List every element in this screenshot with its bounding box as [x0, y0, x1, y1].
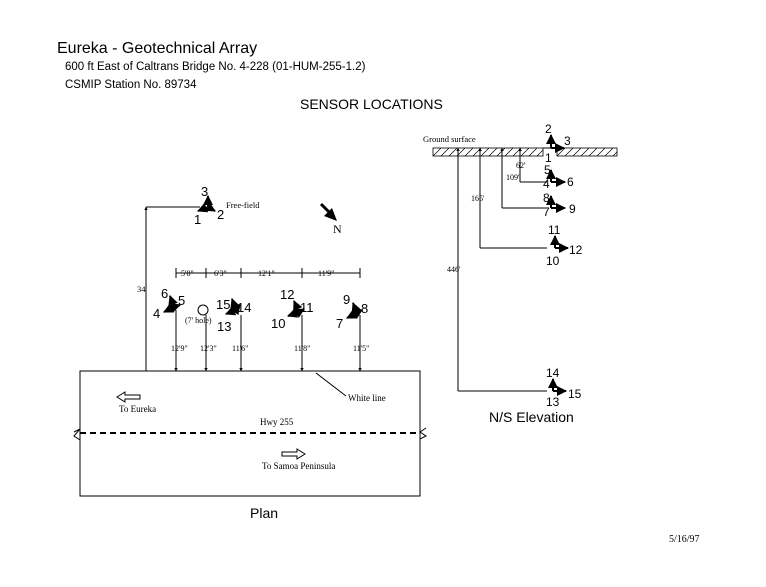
elev-ch-2: 2 — [545, 122, 552, 136]
elev-ch-9: 9 — [569, 202, 576, 216]
elev-ch-6: 6 — [567, 175, 574, 189]
bottom-dim-1: 12'9" — [171, 344, 188, 353]
free-field-ch-1: 1 — [194, 212, 201, 227]
group-d-ch-7: 7 — [336, 316, 343, 331]
station-number: CSMIP Station No. 89734 — [65, 79, 197, 91]
bottom-dim-5: 11'5" — [353, 344, 369, 353]
group-c-ch-10: 10 — [271, 316, 285, 331]
elev-ch-3: 3 — [564, 134, 571, 148]
north-label: N — [333, 222, 342, 236]
elev-ch-10: 10 — [546, 254, 560, 268]
free-field-ch-2: 2 — [217, 207, 224, 222]
page-title: Eureka - Geotechnical Array — [57, 40, 257, 57]
sensor-group-7-9: 9 8 7 — [336, 292, 368, 331]
location-subtitle: 600 ft East of Caltrans Bridge No. 4-228… — [65, 61, 366, 73]
hole-label: (7' hole) — [185, 316, 212, 325]
plan-view: White line To Eureka Hwy 255 To Samoa Pe… — [73, 184, 427, 521]
group-b-ch-14: 14 — [237, 300, 251, 315]
elevation-sensor-1-3: 2 3 1 — [545, 122, 571, 165]
elev-ch-4: 4 — [543, 177, 550, 191]
elev-ch-8: 8 — [543, 191, 550, 205]
elevation-view: Ground surface 62' 109' 165' 446' 2 3 1 — [423, 122, 618, 425]
group-c-ch-12: 12 — [280, 287, 294, 302]
depth-62: 62' — [516, 161, 526, 170]
date-stamp: 5/16/97 — [669, 534, 700, 545]
depth-109: 109' — [506, 173, 520, 182]
elevation-sensor-10-12: 11 12 10 — [546, 223, 583, 268]
sensor-group-4-6: 6 5 4 — [153, 286, 185, 321]
elev-ch-14: 14 — [546, 366, 560, 380]
group-d-ch-8: 8 — [361, 301, 368, 316]
elevation-caption: N/S Elevation — [489, 409, 574, 425]
group-a-ch-4: 4 — [153, 306, 160, 321]
to-samoa-arrow — [281, 448, 306, 460]
to-eureka-label: To Eureka — [119, 404, 156, 414]
depth-165: 165' — [471, 194, 485, 203]
elev-ch-12: 12 — [569, 243, 583, 257]
group-c-ch-11: 11 — [300, 300, 314, 315]
ground-surface-hatch — [432, 147, 618, 157]
hole-marker — [197, 304, 209, 316]
group-b-ch-13: 13 — [217, 319, 231, 334]
sensor-group-10-12: 12 11 10 — [271, 287, 314, 331]
elev-ch-15: 15 — [568, 387, 582, 401]
free-field-sensor: 3 1 2 Free-field — [194, 184, 260, 227]
to-samoa-label: To Samoa Peninsula — [262, 461, 335, 471]
group-a-ch-5: 5 — [178, 293, 185, 308]
top-dim-2: 6'3" — [214, 269, 227, 278]
sensor-group-13-15: 15 14 13 — [216, 297, 251, 334]
depth-446: 446' — [447, 265, 461, 274]
plan-caption: Plan — [250, 505, 278, 521]
to-eureka-arrow — [116, 391, 141, 403]
elev-ch-5: 5 — [544, 163, 551, 177]
bottom-dim-3: 11'6" — [232, 344, 248, 353]
elev-ch-7: 7 — [543, 205, 550, 219]
group-a-ch-6: 6 — [161, 286, 168, 301]
highway-label: Hwy 255 — [260, 417, 294, 427]
elev-ch-13: 13 — [546, 395, 560, 409]
elev-ch-11: 11 — [548, 223, 561, 237]
top-dim-1: 5'8" — [181, 269, 194, 278]
section-title: SENSOR LOCATIONS — [300, 96, 443, 112]
top-dim-3: 12'1" — [258, 269, 275, 278]
bottom-dim-2: 12'3" — [200, 344, 217, 353]
white-line-label: White line — [348, 393, 386, 403]
dim-34: 34' — [137, 284, 148, 294]
ground-surface-label: Ground surface — [423, 134, 476, 144]
bottom-dim-4: 11'8" — [294, 344, 310, 353]
elevation-sensor-7-9: 8 9 7 — [543, 191, 576, 219]
elevation-sensor-4-6: 5 6 4 — [543, 163, 574, 191]
group-b-ch-15: 15 — [216, 297, 230, 312]
group-d-ch-9: 9 — [343, 292, 350, 307]
elevation-sensor-13-15: 14 15 13 — [546, 366, 582, 409]
free-field-ch-3: 3 — [201, 184, 208, 199]
north-arrow: N — [319, 202, 342, 236]
top-dim-4: 11'9" — [318, 269, 334, 278]
free-field-label: Free-field — [226, 200, 260, 210]
elev-ch-1: 1 — [545, 151, 552, 165]
